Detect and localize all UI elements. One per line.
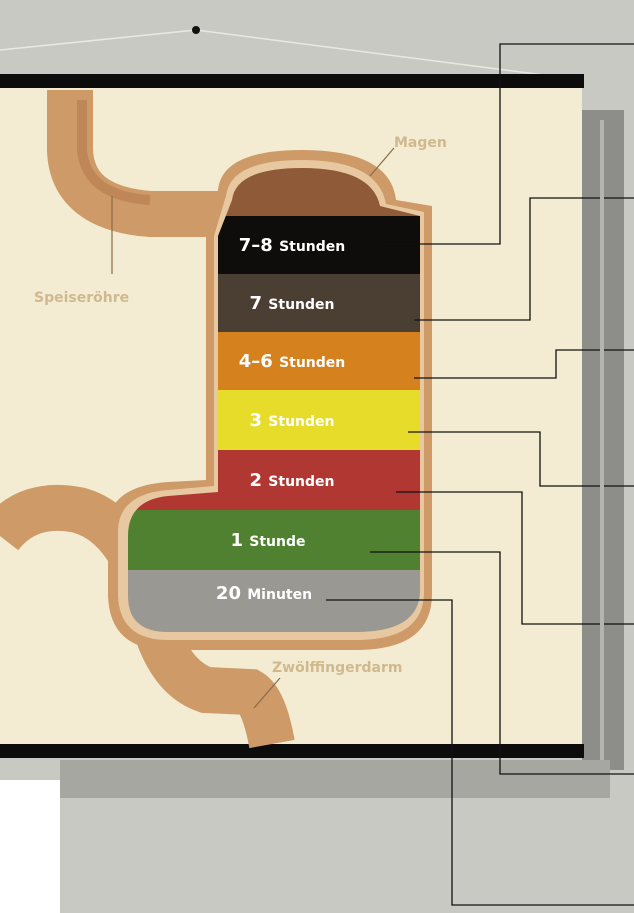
layer-label-2: 7 Stunden bbox=[250, 293, 335, 314]
layer-number-7: 20 bbox=[216, 583, 247, 604]
layer-number-3: 4–6 bbox=[239, 351, 279, 372]
esophagus-label: Speiseröhre bbox=[34, 290, 129, 306]
layer-unit-6: Stunde bbox=[249, 534, 305, 550]
layer-number-6: 1 bbox=[230, 530, 249, 551]
layer-unit-2: Stunden bbox=[268, 297, 334, 313]
layer-label-4: 3 Stunden bbox=[250, 410, 335, 431]
layer-label-7: 20 Minuten bbox=[216, 583, 312, 604]
duodenum-label: Zwölffingerdarm bbox=[272, 660, 402, 676]
right-edge-line bbox=[600, 120, 604, 760]
layer-label-5: 2 Stunden bbox=[250, 470, 335, 491]
layer-number-1: 7–8 bbox=[239, 235, 279, 256]
layer-label-3: 4–6 Stunden bbox=[239, 351, 346, 372]
layer-unit-3: Stunden bbox=[279, 355, 345, 371]
stomach-label: Magen bbox=[394, 135, 447, 151]
poster-top-bar bbox=[0, 74, 584, 88]
hanging-nail bbox=[192, 26, 200, 34]
layer-number-4: 3 bbox=[250, 410, 269, 431]
layer-unit-1: Stunden bbox=[279, 239, 345, 255]
layer-unit-7: Minuten bbox=[247, 587, 312, 603]
layer-unit-5: Stunden bbox=[268, 474, 334, 490]
layer-label-1: 7–8 Stunden bbox=[239, 235, 346, 256]
layer-unit-4: Stunden bbox=[268, 414, 334, 430]
layer-number-5: 2 bbox=[250, 470, 269, 491]
background-white-strip bbox=[0, 780, 60, 913]
layer-label-6: 1 Stunde bbox=[230, 530, 305, 551]
poster-bottom-bar bbox=[0, 744, 584, 758]
layer-number-2: 7 bbox=[250, 293, 269, 314]
poster-shadow-bottom bbox=[60, 760, 610, 798]
